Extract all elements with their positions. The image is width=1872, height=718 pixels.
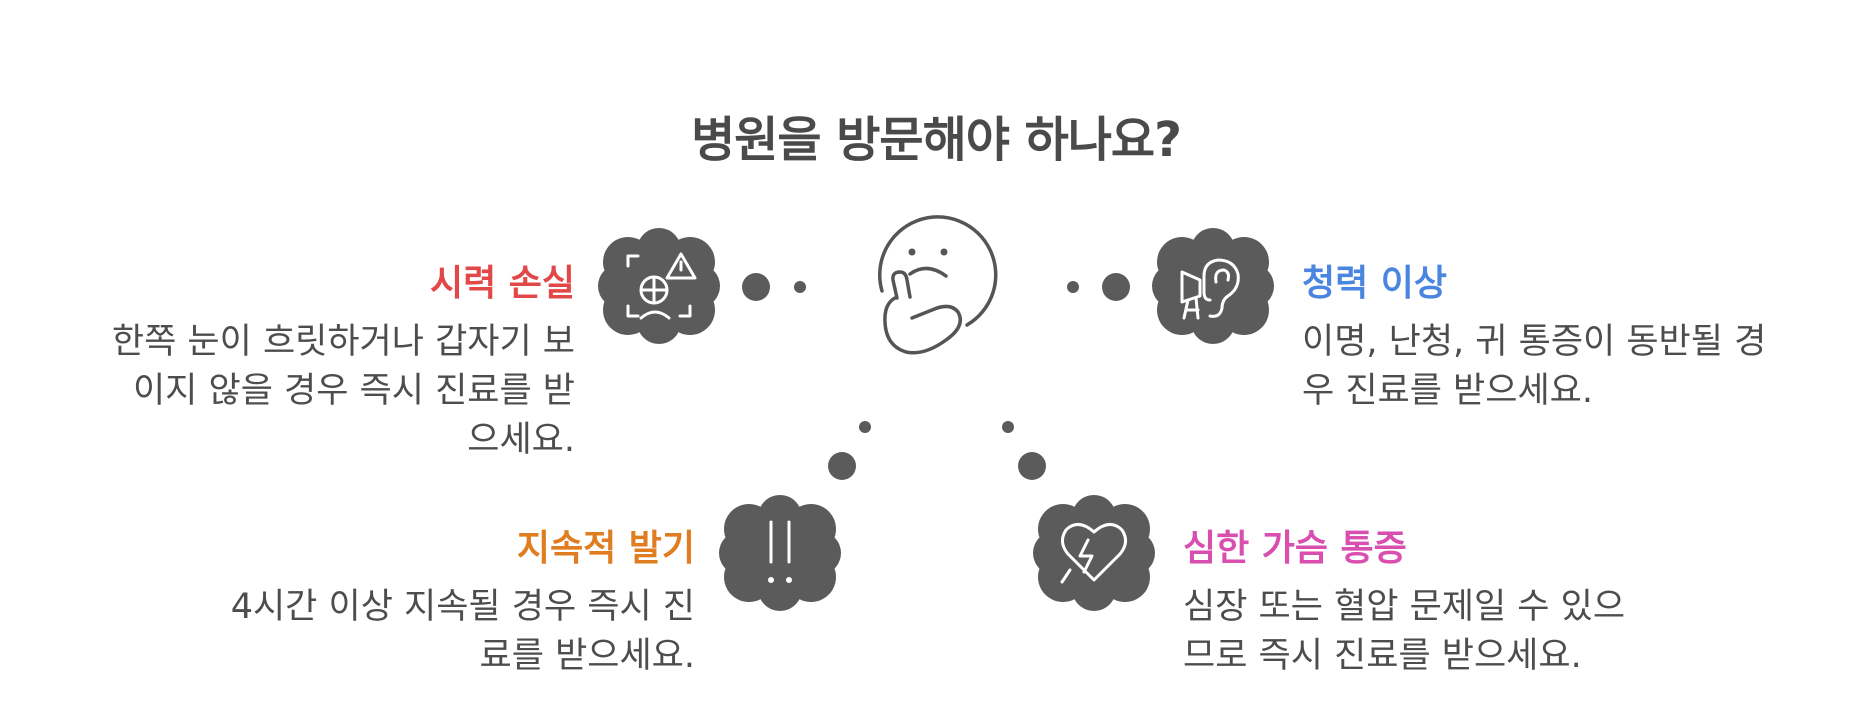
vision-loss-icon bbox=[598, 228, 720, 344]
connector-dot bbox=[794, 281, 806, 293]
item-vision-loss: 시력 손실 한쪽 눈이 흐릿하거나 갑자기 보 이지 않을 경우 즉시 진료를 … bbox=[40, 262, 575, 465]
item-persistent-erection: 지속적 발기 4시간 이상 지속될 경우 즉시 진 료를 받으세요. bbox=[130, 527, 695, 681]
item-description: 심장 또는 혈압 문제일 수 있으 므로 즉시 진료를 받으세요. bbox=[1183, 587, 1626, 676]
connector-dot bbox=[859, 421, 871, 433]
item-heading: 심한 가슴 통증 bbox=[1183, 528, 1407, 569]
item-description: 한쪽 눈이 흐릿하거나 갑자기 보 이지 않을 경우 즉시 진료를 받 으세요. bbox=[111, 322, 575, 460]
item-chest-pain: 심한 가슴 통증 심장 또는 혈압 문제일 수 있으 므로 즉시 진료를 받으세… bbox=[1183, 527, 1743, 681]
item-description: 4시간 이상 지속될 경우 즉시 진 료를 받으세요. bbox=[230, 587, 695, 676]
connector-dot bbox=[828, 452, 856, 480]
thinking-face-icon bbox=[878, 215, 998, 355]
item-heading: 청력 이상 bbox=[1302, 263, 1448, 304]
hearing-ear-icon bbox=[1152, 228, 1274, 344]
connector-dot bbox=[1018, 452, 1046, 480]
connector-dot bbox=[1067, 281, 1079, 293]
connector-dot bbox=[742, 273, 770, 301]
item-hearing: 청력 이상 이명, 난청, 귀 통증이 동반될 경 우 진료를 받으세요. bbox=[1302, 262, 1862, 416]
exclamation-icon bbox=[719, 495, 841, 611]
page-title: 병원을 방문해야 하나요? bbox=[691, 112, 1182, 168]
item-heading: 지속적 발기 bbox=[516, 528, 695, 569]
heart-pain-icon bbox=[1033, 495, 1155, 611]
connector-dot bbox=[1102, 273, 1130, 301]
connector-dot bbox=[1002, 421, 1014, 433]
item-description: 이명, 난청, 귀 통증이 동반될 경 우 진료를 받으세요. bbox=[1302, 322, 1767, 411]
item-heading: 시력 손실 bbox=[429, 263, 575, 304]
